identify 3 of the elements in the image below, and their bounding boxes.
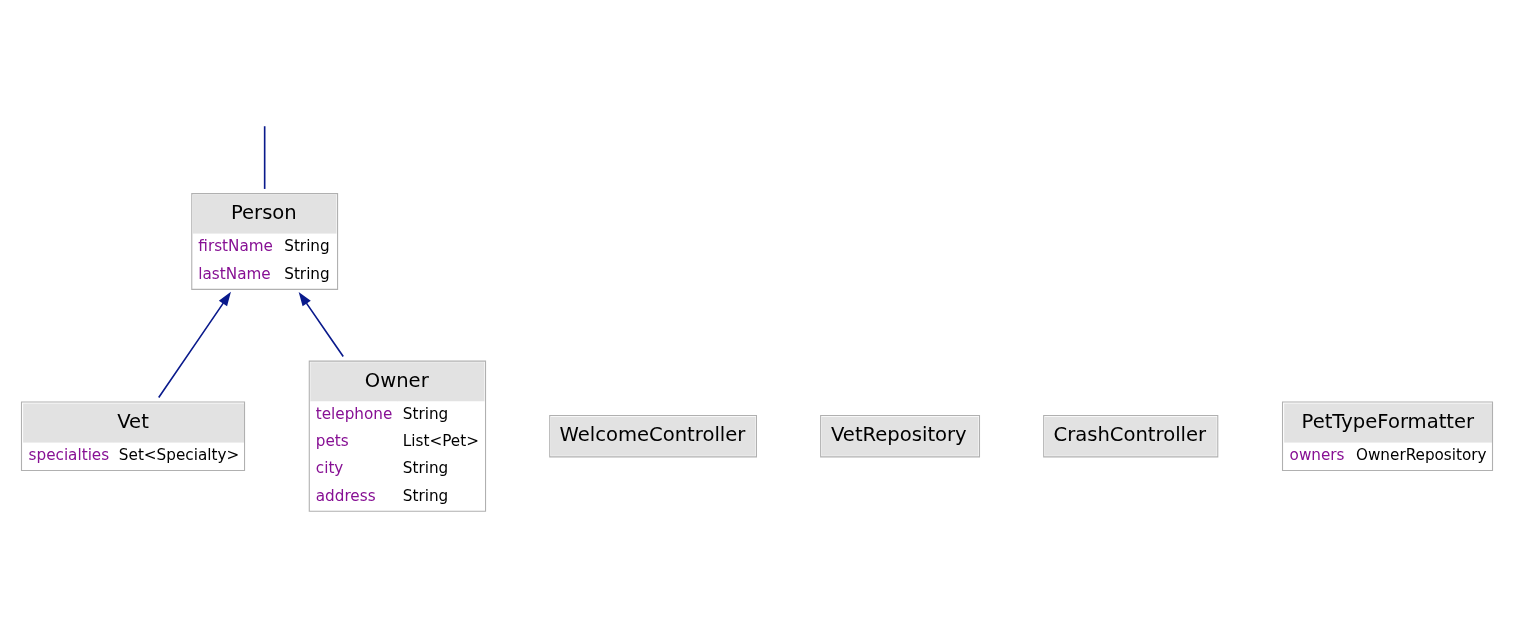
arrow	[157, 291, 231, 398]
connector	[263, 124, 266, 190]
arrow	[298, 291, 345, 357]
